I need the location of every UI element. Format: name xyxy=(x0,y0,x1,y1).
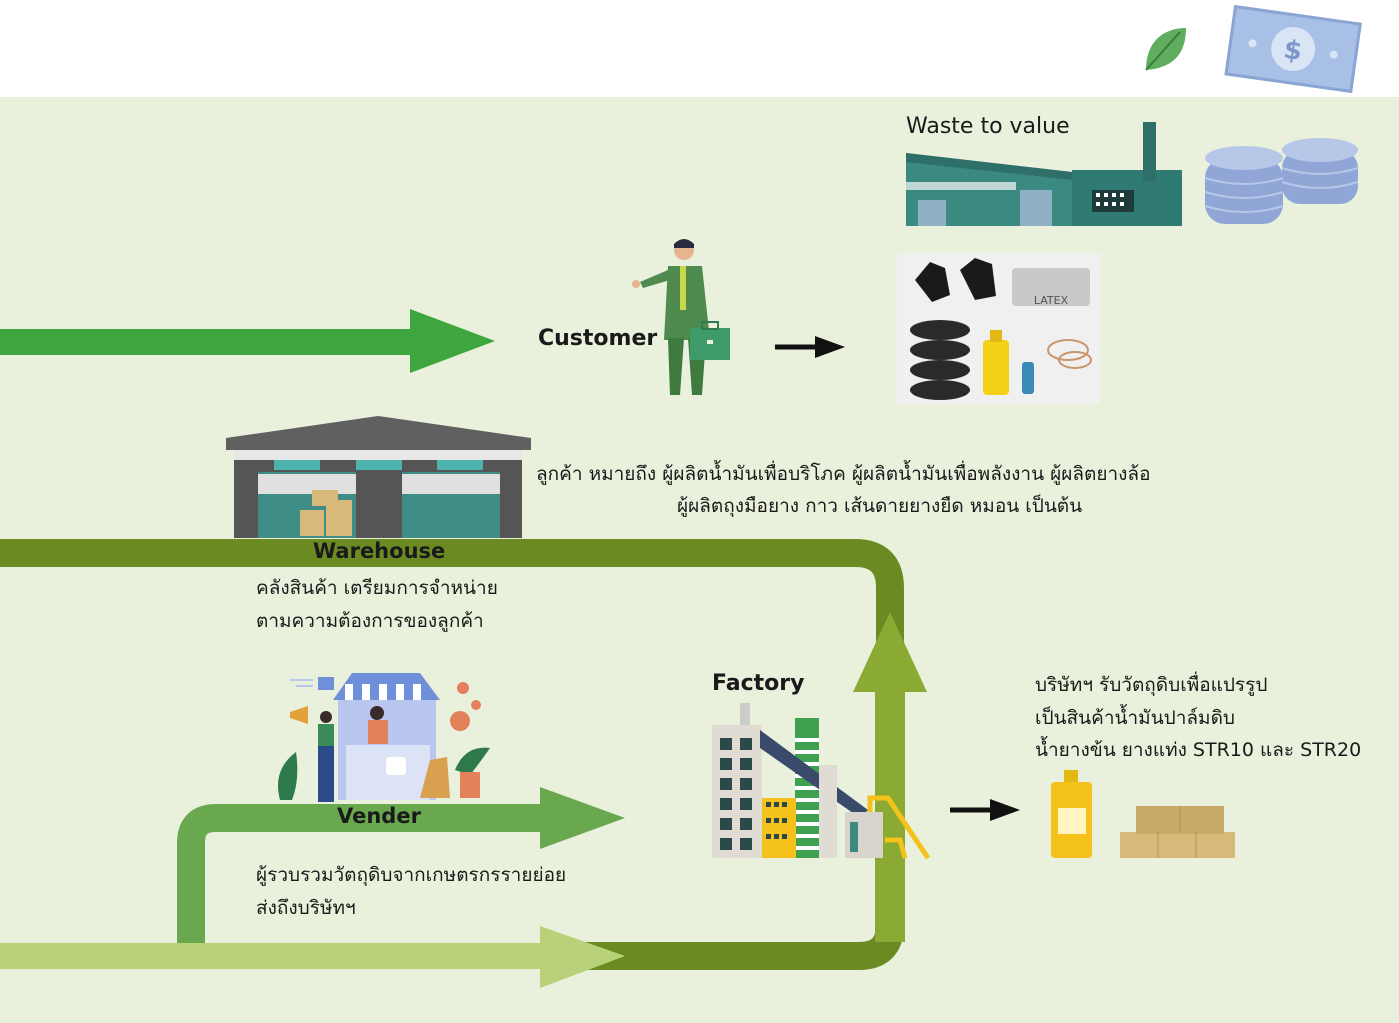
vender-description-line1: ผู้รวบรวมวัตถุดิบจากเกษตรกรรายย่อย xyxy=(256,864,567,886)
vender-shop-icon xyxy=(278,673,490,802)
arrow-to-customer xyxy=(0,309,495,373)
warehouse-icon xyxy=(226,416,531,538)
factory-description-line1: บริษัทฯ รับวัตถุดิบเพื่อแปรรูป xyxy=(1035,674,1268,696)
factory-icon xyxy=(906,122,1182,226)
arrow-factory-products xyxy=(950,799,1020,821)
rubber-bales-icon xyxy=(1120,806,1235,858)
vender-label: Vender xyxy=(337,804,421,828)
customer-description-line2: ผู้ผลิตถุงมือยาง กาว เส้นดายยางยืด หมอน … xyxy=(677,495,1083,517)
dollar-bill-icon: $ xyxy=(1224,4,1362,94)
factory-description-line2: เป็นสินค้าน้ำมันปาล์มดิบ xyxy=(1035,707,1235,729)
factory-building-icon xyxy=(712,703,931,860)
vender-description-line2: ส่งถึงบริษัทฯ xyxy=(256,897,356,919)
warehouse-description-line2: ตามความต้องการของลูกค้า xyxy=(256,610,484,632)
palm-oil-bottle-icon xyxy=(1051,770,1092,858)
latex-label: LATEX xyxy=(1034,294,1069,307)
arrow-vender-head xyxy=(540,787,625,849)
customer-description-line1: ลูกค้า หมายถึง ผู้ผลิตน้ำมันเพื่อบริโภค … xyxy=(536,463,1151,485)
waste-to-value-label: Waste to value xyxy=(906,114,1070,139)
coins-icon xyxy=(1204,138,1359,224)
arrow-bottom xyxy=(0,926,625,988)
customer-label: Customer xyxy=(538,326,658,351)
warehouse-label: Warehouse xyxy=(313,539,446,563)
leaf-icon xyxy=(1145,28,1186,71)
factory-label: Factory xyxy=(712,671,805,696)
customer-icon xyxy=(632,239,730,395)
factory-description-line3: น้ำยางข้น ยางแท่ง STR10 และ STR20 xyxy=(1035,739,1362,761)
arrow-customer-products xyxy=(775,336,845,358)
flow-vender-loop xyxy=(177,804,545,945)
arrow-factory-up xyxy=(853,612,927,942)
products-icon: LATEX xyxy=(897,253,1100,404)
svg-text:$: $ xyxy=(1282,35,1304,67)
warehouse-description-line1: คลังสินค้า เตรียมการจำหน่าย xyxy=(256,577,498,599)
